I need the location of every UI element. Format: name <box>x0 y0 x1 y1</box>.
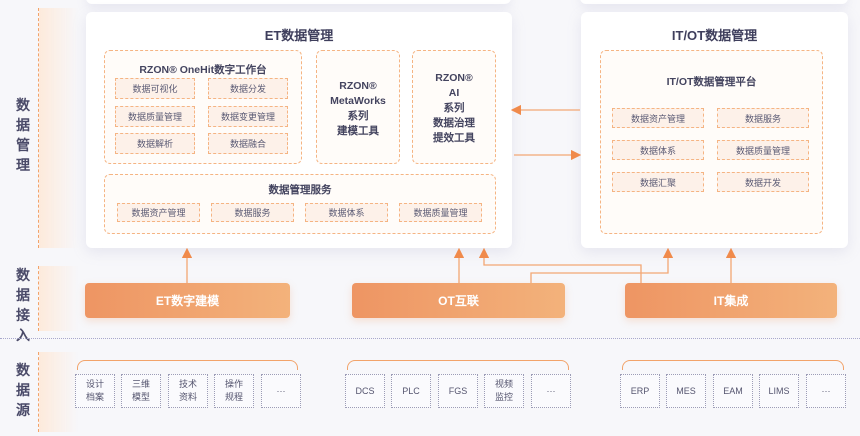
source-label: ERP <box>630 385 650 396</box>
source-label: MES <box>676 385 696 396</box>
source-label: DCS <box>355 385 375 396</box>
source-item: LIMS <box>759 374 799 408</box>
ai-line: 提效工具 <box>433 132 475 144</box>
platform-chip: 数据资产管理 <box>612 108 704 128</box>
source-item: ERP <box>620 374 660 408</box>
source-item-more: ··· <box>531 374 571 408</box>
box-title: RZON® OneHit数字工作台 <box>139 64 267 76</box>
more-icon: ··· <box>821 385 831 396</box>
feature-chip: 数据融合 <box>208 133 288 154</box>
card-title: IT/OT数据管理 <box>671 28 758 43</box>
platform-chip: 数据汇聚 <box>612 172 704 192</box>
et-data-management-card: ET数据管理 RZON® OneHit数字工作台 数据可视化 数据分发 数据质量… <box>86 12 512 248</box>
source-label: 操作 规程 <box>224 379 243 402</box>
card-edge <box>580 0 848 4</box>
feature-chip: 数据变更管理 <box>208 106 288 127</box>
layer-band-source <box>38 352 78 432</box>
source-label: 设计 档案 <box>85 379 104 402</box>
ai-line: RZON® <box>435 72 473 84</box>
more-icon: ··· <box>546 385 556 396</box>
ai-line: 系列 <box>443 102 465 114</box>
arrow-ot-to-itot <box>530 247 674 283</box>
source-group-bracket <box>622 360 844 370</box>
onehit-workbench-box: RZON® OneHit数字工作台 数据可视化 数据分发 数据质量管理 数据变更… <box>104 50 302 164</box>
source-item: MES <box>666 374 706 408</box>
source-label: 三维 模型 <box>131 379 150 402</box>
ai-line: 数据治理 <box>433 117 475 129</box>
layer-label-text: 数据接入 <box>16 267 30 343</box>
service-chip: 数据资产管理 <box>117 203 200 222</box>
metaworks-line: MetaWorks <box>330 95 386 107</box>
source-group-bracket <box>77 360 298 370</box>
layer-band-management <box>38 8 78 248</box>
metaworks-line: 建模工具 <box>337 125 379 137</box>
service-chip: 数据服务 <box>211 203 294 222</box>
source-label: PLC <box>402 385 420 396</box>
source-item-more: ··· <box>261 374 301 408</box>
data-management-service-box: 数据管理服务 数据资产管理 数据服务 数据体系 数据质量管理 <box>104 174 496 234</box>
source-item: 技术 资料 <box>168 374 208 408</box>
source-item: 操作 规程 <box>214 374 254 408</box>
itot-platform-box: IT/OT数据管理平台 数据资产管理 数据服务 数据体系 数据质量管理 数据汇聚… <box>600 50 823 234</box>
source-item: 设计 档案 <box>75 374 115 408</box>
feature-chip: 数据质量管理 <box>115 106 195 127</box>
platform-chip: 数据体系 <box>612 140 704 160</box>
source-item: DCS <box>345 374 385 408</box>
ot-interconnect-button[interactable]: OT互联 <box>352 283 565 318</box>
source-label: 视频 监控 <box>494 379 513 402</box>
box-title: IT/OT数据管理平台 <box>666 76 757 88</box>
source-label: FGS <box>448 385 468 396</box>
service-chip: 数据质量管理 <box>399 203 482 222</box>
it-integration-button[interactable]: IT集成 <box>625 283 837 318</box>
box-title: 数据管理服务 <box>268 184 332 196</box>
card-title: ET数据管理 <box>264 28 334 43</box>
platform-chip: 数据质量管理 <box>717 140 809 160</box>
platform-chip: 数据服务 <box>717 108 809 128</box>
source-label: LIMS <box>768 385 790 396</box>
feature-chip: 数据可视化 <box>115 78 195 99</box>
ai-tools-box: RZON® AI 系列 数据治理 提效工具 <box>412 50 496 164</box>
layer-separator <box>0 338 860 339</box>
feature-chip: 数据分发 <box>208 78 288 99</box>
source-item: 三维 模型 <box>121 374 161 408</box>
feature-chip: 数据解析 <box>115 133 195 154</box>
metaworks-line: 系列 <box>347 110 369 122</box>
source-item: 视频 监控 <box>484 374 524 408</box>
source-label: EAM <box>723 385 743 396</box>
layer-band-access <box>38 266 78 331</box>
metaworks-line: RZON® <box>339 80 377 92</box>
arrow-it-to-et <box>478 247 642 283</box>
source-item: PLC <box>391 374 431 408</box>
source-label: 技术 资料 <box>178 379 197 402</box>
layer-label-management: 数据管理 <box>14 95 32 175</box>
layer-label-text: 数据管理 <box>16 97 30 173</box>
ai-line: AI <box>448 87 460 99</box>
layer-label-text: 数据源 <box>16 362 30 418</box>
layer-label-access: 数据接入 <box>14 265 32 345</box>
platform-chip: 数据开发 <box>717 172 809 192</box>
source-item-more: ··· <box>806 374 846 408</box>
itot-data-management-card: IT/OT数据管理 IT/OT数据管理平台 数据资产管理 数据服务 数据体系 数… <box>581 12 848 248</box>
et-digital-modeling-button[interactable]: ET数字建模 <box>85 283 290 318</box>
metaworks-box: RZON® MetaWorks 系列 建模工具 <box>316 50 400 164</box>
source-group-bracket <box>347 360 569 370</box>
service-chip: 数据体系 <box>305 203 388 222</box>
source-item: FGS <box>438 374 478 408</box>
more-icon: ··· <box>276 385 286 396</box>
layer-label-source: 数据源 <box>14 360 32 420</box>
source-item: EAM <box>713 374 753 408</box>
card-edge <box>86 0 511 4</box>
